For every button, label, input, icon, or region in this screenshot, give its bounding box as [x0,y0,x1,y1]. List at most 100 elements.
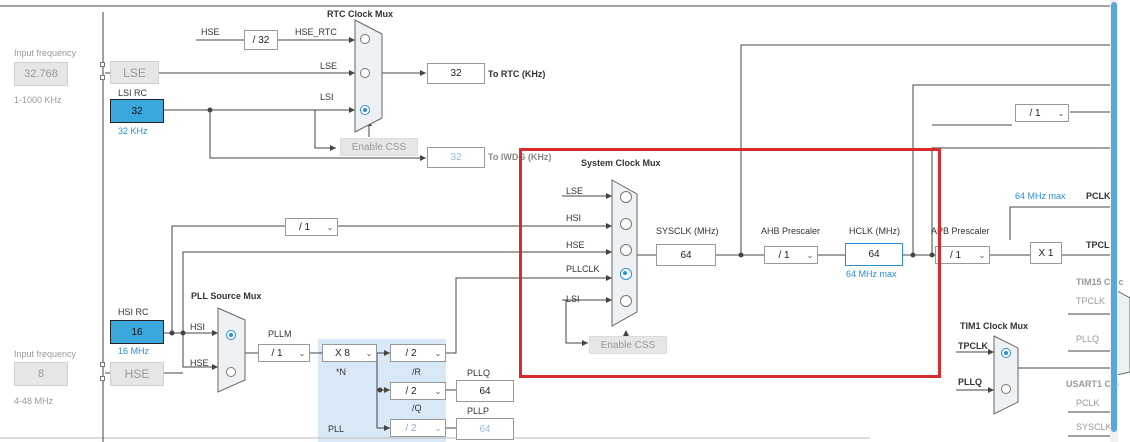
apb-prescaler-value: / 1 [949,249,962,261]
pllp-output-value: 64 [456,418,514,440]
rtc-mux-radio-lsi[interactable] [360,105,370,115]
tim15-tpclk-label: TPCLK [1076,296,1106,306]
sysmux-pllclk-label: PLLCLK [566,264,600,274]
rtc-output-value: 32 [427,63,485,84]
pll-source-mux-title: PLL Source Mux [191,291,262,301]
tim1-pllq-label: PLLQ [958,377,982,387]
sysclk-value: 64 [656,244,716,266]
tim1-clock-mux-title: TIM1 Clock Mux [960,321,1029,331]
pllm-select[interactable]: / 1 ⌄ [258,344,310,362]
rtc-mux-radio-lse[interactable] [360,68,370,78]
rtc-hse-rtc-label: HSE_RTC [295,27,337,37]
hse-input-frequency-title: Input frequency [14,349,77,359]
lse-pin-top [100,62,105,67]
sysmux-radio-pllclk[interactable] [620,268,632,280]
lsi-rc-frequency: 32 KHz [118,126,148,136]
tim1-radio-tpclk[interactable] [1001,348,1011,358]
pllr-value: / 2 [405,347,417,359]
apb-prescaler-select[interactable]: / 1⌄ [935,246,990,264]
ahb-prescaler-select[interactable]: / 1 ⌄ [764,246,818,264]
usart1-sysclk-label: SYSCLK [1076,422,1112,432]
sysmux-radio-lsi[interactable] [620,295,632,307]
hsi-divider-select[interactable]: / 1 ⌄ [285,218,338,236]
pll-label: PLL [328,424,345,434]
plln-select[interactable]: X 8 ⌄ [322,344,377,362]
chevron-down-icon: ⌄ [298,348,306,358]
lse-oscillator[interactable]: LSE [110,61,159,84]
sysmux-radio-hsi[interactable] [620,218,632,230]
pll-source-hse-label: HSE [190,358,209,368]
ahb-prescaler-value: / 1 [778,249,790,261]
pllm-label: PLLM [268,329,292,339]
hclk-max-label: 64 MHz max [846,269,897,279]
sysmux-enable-css-button[interactable]: Enable CSS [589,336,667,354]
chevron-down-icon: ⌄ [434,423,442,433]
tim1-radio-pllq[interactable] [1001,384,1011,394]
sysmux-lse-label: LSE [566,186,584,196]
top-prescaler-value: / 1 [1029,107,1041,119]
lsi-rc-title: LSI RC [118,88,148,98]
sysmux-radio-hse[interactable] [620,244,632,256]
rtc-lsi-label: LSI [320,92,334,102]
rtc-hse-label: HSE [201,27,220,37]
pllr-select[interactable]: / 2 ⌄ [390,344,446,362]
sysclk-label: SYSCLK (MHz) [656,226,719,236]
tim15-pllq-label: PLLQ [1076,334,1100,344]
hsi-divider-value: / 1 [298,221,311,233]
tim-multiplier-value: X 1 [1030,242,1062,264]
system-clock-mux-title: System Clock Mux [581,158,661,168]
usart1-pclk-label: PCLK [1076,398,1100,408]
hse-oscillator[interactable]: HSE [110,362,164,386]
top-prescaler-select[interactable]: / 1 ⌄ [1015,104,1069,122]
hclk-value-field[interactable]: 64 [845,243,903,266]
iwdg-output-label: To IWDG (KHz) [488,152,552,162]
hclk-label: HCLK (MHz) [849,226,900,236]
hse-input-frequency-range: 4-48 MHz [14,396,54,406]
chevron-down-icon: ⌄ [365,348,373,358]
pll-source-radio-hse[interactable] [226,367,236,377]
rtc-enable-css-button[interactable]: Enable CSS [340,138,418,156]
pllp-output-label: PLLP [467,406,490,416]
iwdg-output-value: 32 [427,147,485,168]
lsi-rc-oscillator[interactable]: 32 [110,99,164,123]
pllq-select[interactable]: / 2⌄ [390,382,446,400]
chevron-down-icon: ⌄ [806,250,814,260]
rtc-mux-radio-hse[interactable] [360,34,370,44]
sysmux-lsi-label: LSI [566,294,580,304]
chevron-down-icon: ⌄ [434,348,442,358]
rtc-lse-label: LSE [320,61,338,71]
pll-source-mux-shape [217,307,246,393]
pll-source-radio-hsi[interactable] [226,330,236,340]
hse-input-frequency-field[interactable]: 8 [14,362,68,386]
lse-input-frequency-range: 1-1000 KHz [14,95,62,105]
pll-source-hsi-label: HSI [190,322,206,332]
rtc-hse-divider[interactable]: / 32 [244,30,278,50]
usart1-clock-mux-title: USART1 Clo [1066,379,1120,389]
rtc-output-label: To RTC (KHz) [488,69,546,79]
lse-input-frequency-title: Input frequency [14,48,77,58]
pllq-divider-label: /Q [412,403,422,413]
pclk-label: PCLK [1086,191,1111,201]
pllq-value: / 2 [405,385,417,397]
pllp-select[interactable]: / 2⌄ [390,419,446,437]
pclk-max-label: 64 MHz max [1015,191,1066,201]
hse-pin-top [100,362,105,367]
apb-prescaler-label: APB Prescaler [931,226,990,236]
pllm-value: / 1 [271,347,283,359]
lse-pin-bottom [100,75,105,80]
tim1-tpclk-label: TPCLK [958,341,988,351]
plln-value: X 8 [334,347,350,359]
lse-input-frequency-field[interactable]: 32.768 [14,62,68,86]
pllq-output-label: PLLQ [467,368,491,378]
chevron-down-icon: ⌄ [326,222,334,232]
sysmux-hsi-label: HSI [566,213,582,223]
chevron-down-icon: ⌄ [1057,108,1065,118]
hsi-rc-oscillator[interactable]: 16 [110,320,164,344]
hsi-rc-title: HSI RC [118,307,149,317]
sysmux-radio-lse[interactable] [620,191,632,203]
ahb-prescaler-label: AHB Prescaler [761,226,821,236]
tpclk-label: TPCLK [1086,240,1116,250]
vertical-scrollbar-thumb[interactable] [1111,2,1117,432]
